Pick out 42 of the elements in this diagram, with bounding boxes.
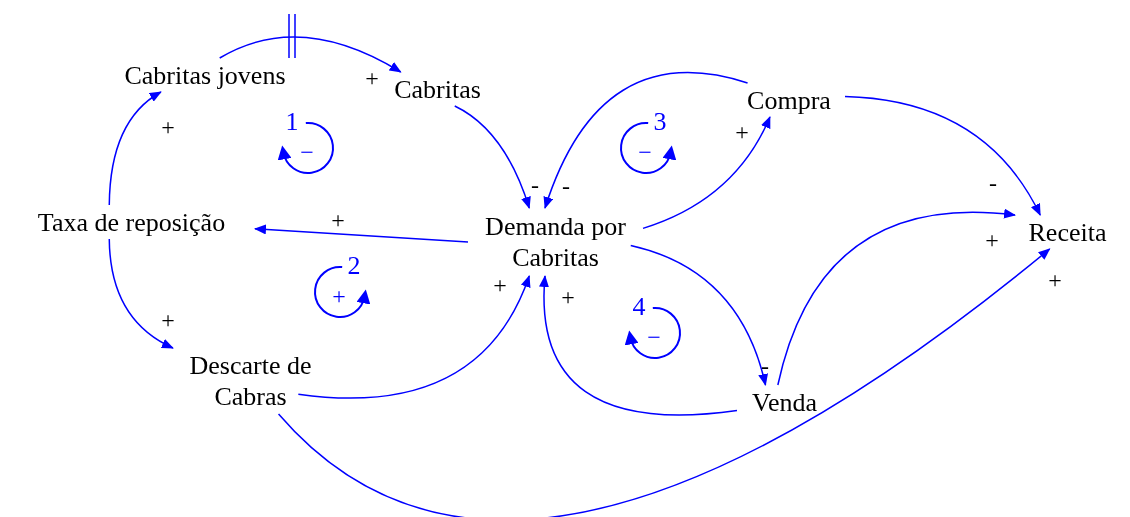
loop-polarity: −	[647, 324, 661, 350]
loop-number: 3	[653, 109, 667, 135]
causal-arrow	[297, 275, 530, 399]
polarity-sign: +	[561, 285, 575, 309]
loop-number: 1	[285, 109, 299, 135]
variable-label: Taxa de reposição	[37, 206, 226, 238]
variable-label: Cabritas	[394, 73, 481, 105]
causal-arrow	[630, 244, 768, 386]
loop-polarity: −	[638, 139, 652, 165]
polarity-sign: +	[1048, 268, 1062, 292]
causal-arrow	[254, 224, 469, 243]
causal-arrow	[642, 116, 771, 230]
polarity-sign: +	[365, 66, 379, 90]
polarity-sign: -	[989, 171, 997, 195]
loop-polarity: −	[300, 139, 314, 165]
polarity-sign: +	[331, 208, 345, 232]
causal-arrow	[454, 105, 531, 209]
variable-label: Venda	[752, 386, 817, 418]
causal-arrow	[218, 36, 402, 73]
loop-number: 2	[347, 253, 361, 279]
variable-label: Cabritas jovens	[124, 59, 286, 91]
variable-label: Compra	[747, 84, 831, 116]
polarity-sign: +	[493, 273, 507, 297]
causal-arrow	[539, 275, 738, 416]
causal-arrow	[108, 91, 162, 206]
polarity-sign: +	[161, 308, 175, 332]
polarity-sign: +	[161, 115, 175, 139]
causal-arrow	[108, 238, 174, 349]
polarity-sign: +	[735, 120, 749, 144]
loop-number: 4	[632, 294, 646, 320]
loop-polarity: +	[332, 283, 346, 309]
causal-arrow	[544, 72, 749, 209]
polarity-sign: +	[985, 228, 999, 252]
causal-arrow	[777, 209, 1016, 386]
variable-label: Descarte de Cabras	[188, 350, 313, 412]
variable-label: Receita	[1028, 216, 1107, 248]
causal-arrow	[844, 95, 1041, 216]
polarity-sign: -	[531, 173, 539, 197]
polarity-sign: -	[761, 354, 769, 378]
causal-arrow	[277, 248, 1051, 517]
polarity-sign: -	[562, 174, 570, 198]
variable-label: Demanda por Cabritas	[484, 211, 627, 273]
